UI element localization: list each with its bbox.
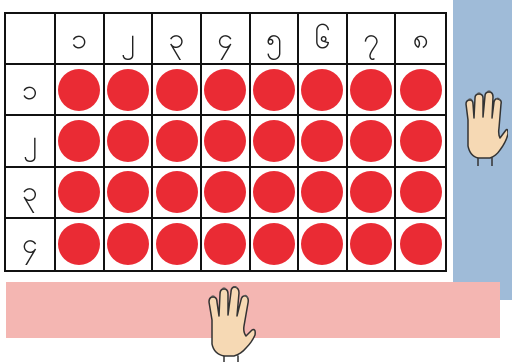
red-dot [204, 171, 246, 213]
red-dot [204, 223, 246, 265]
red-dot [400, 69, 442, 111]
red-dot [400, 223, 442, 265]
grid-cell [56, 65, 105, 116]
red-dot [253, 223, 295, 265]
grid-cell [396, 65, 445, 116]
grid-cell [153, 65, 202, 116]
grid-cell [396, 116, 445, 167]
grid-cell [251, 116, 300, 167]
red-dot [400, 120, 442, 162]
grid-cell [56, 168, 105, 219]
red-dot [350, 120, 392, 162]
grid-cell [105, 168, 154, 219]
red-dot [350, 69, 392, 111]
red-dot [204, 120, 246, 162]
column-header-1: ၁ [56, 14, 105, 65]
grid-cell [348, 116, 397, 167]
grid-cell [299, 65, 348, 116]
red-dot [58, 120, 100, 162]
red-dot [58, 223, 100, 265]
grid-cell [251, 65, 300, 116]
grid-cell [153, 116, 202, 167]
grid-cell [396, 168, 445, 219]
row-header-1: ၁ [6, 65, 56, 116]
red-dot [301, 69, 343, 111]
red-dot [156, 171, 198, 213]
red-dot [253, 171, 295, 213]
grid-cell [202, 116, 251, 167]
column-header-3: ၃ [153, 14, 202, 65]
grid-cell [105, 219, 154, 270]
red-dot [107, 120, 149, 162]
row-header-2: ၂ [6, 116, 56, 167]
grid-cell [251, 219, 300, 270]
grid-cell [202, 168, 251, 219]
grid-cell [251, 168, 300, 219]
column-header-6: ၆ [299, 14, 348, 65]
grid-cell [56, 116, 105, 167]
grid-cell [348, 168, 397, 219]
red-dot [107, 171, 149, 213]
grid-cell [153, 219, 202, 270]
column-header-7: ၇ [348, 14, 397, 65]
grid-cell [56, 219, 105, 270]
grid-cell [105, 65, 154, 116]
corner-cell [6, 14, 56, 65]
grid-cell [396, 219, 445, 270]
grid-cell [202, 219, 251, 270]
open-hand-icon [456, 90, 508, 166]
column-header-4: ၄ [202, 14, 251, 65]
grid-cell [299, 219, 348, 270]
column-header-2: ၂ [105, 14, 154, 65]
red-dot [350, 171, 392, 213]
red-dot [58, 69, 100, 111]
counting-grid: ၁ ၂ ၃ ၄ ၅ ၆ ၇ ၈ ၁ ၂ ၃ ၄ [4, 12, 447, 272]
red-dot [253, 69, 295, 111]
grid-cell [348, 65, 397, 116]
column-header-8: ၈ [396, 14, 445, 65]
red-dot [156, 223, 198, 265]
grid-cell [348, 219, 397, 270]
row-header-3: ၃ [6, 168, 56, 219]
red-dot [301, 120, 343, 162]
row-header-4: ၄ [6, 219, 56, 270]
grid-cell [202, 65, 251, 116]
red-dot [107, 223, 149, 265]
red-dot [204, 69, 246, 111]
grid-cell [105, 116, 154, 167]
red-dot [400, 171, 442, 213]
red-dot [301, 223, 343, 265]
red-dot [107, 69, 149, 111]
grid-cell [153, 168, 202, 219]
red-dot [58, 171, 100, 213]
red-dot [253, 120, 295, 162]
red-dot [156, 69, 198, 111]
red-dot [301, 171, 343, 213]
open-hand-icon [200, 286, 256, 362]
red-dot [156, 120, 198, 162]
column-header-5: ၅ [251, 14, 300, 65]
grid-cell [299, 168, 348, 219]
red-dot [350, 223, 392, 265]
grid-cell [299, 116, 348, 167]
